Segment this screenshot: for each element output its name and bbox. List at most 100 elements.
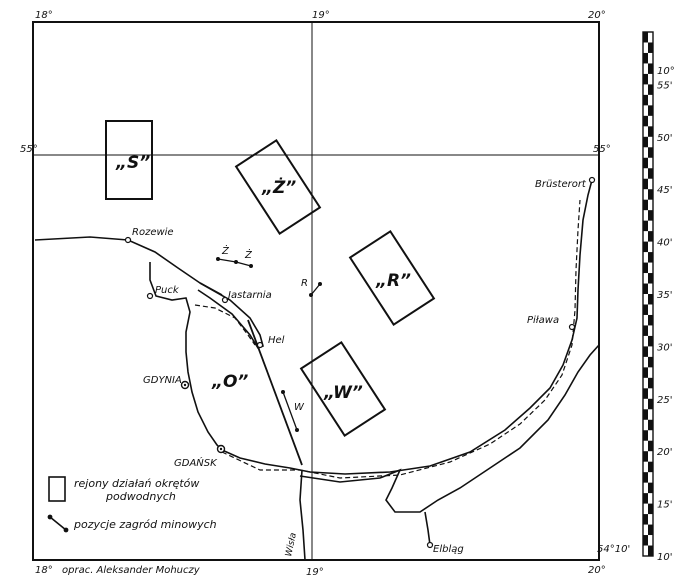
scale-label: 25' <box>657 395 672 406</box>
scale-segment <box>643 241 648 253</box>
scale-segment <box>648 126 653 137</box>
scale-segment <box>643 283 648 294</box>
nogat-river <box>424 511 431 546</box>
legend-area-symbol <box>48 476 66 502</box>
area-w <box>299 340 387 438</box>
scale-segment <box>643 32 648 43</box>
area-s-box <box>105 120 153 200</box>
bottom-lon-19: 19° <box>306 567 324 578</box>
scale-label: 50' <box>657 133 672 144</box>
scale-segment <box>648 419 653 431</box>
scale-segment <box>643 388 648 399</box>
elblag-label: Elbląg <box>433 544 464 555</box>
lat-55-right: 55° <box>593 144 611 155</box>
hel-label: Hel <box>268 335 285 346</box>
scale-segment <box>648 63 653 74</box>
scale-segment <box>648 147 653 158</box>
minefield-w <box>281 390 299 432</box>
scale-segment <box>643 136 648 148</box>
vistula-lagoon-shore <box>299 344 600 513</box>
gdynia-label: GDYNIA <box>143 375 182 386</box>
hel-marker <box>256 341 264 349</box>
line-hel-vistula <box>247 319 303 466</box>
top-lon-19: 19° <box>312 10 330 21</box>
scale-label: 30' <box>657 342 672 353</box>
area-w-box <box>299 340 387 438</box>
area-r-label: „R” <box>375 271 411 291</box>
scale-segment <box>648 294 653 305</box>
scale-segment <box>648 545 653 556</box>
scale-segment <box>643 367 648 378</box>
minefield-z1 <box>216 257 238 264</box>
scale-segment <box>648 168 653 179</box>
elblag-marker <box>426 541 434 549</box>
area-z-box <box>234 138 322 236</box>
scale-segment <box>643 262 648 274</box>
scale-segment <box>648 252 653 263</box>
area-r-box <box>348 229 436 327</box>
minefield-z1-label: Ż <box>221 244 230 257</box>
top-lon-20: 20° <box>588 10 606 21</box>
area-r <box>348 229 436 327</box>
scale-segment <box>643 157 648 169</box>
scale-segment <box>648 356 653 368</box>
gdansk-bay-coast <box>221 179 593 475</box>
scale-segment <box>648 377 653 389</box>
scale-segment <box>648 231 653 242</box>
scale-segment <box>643 220 648 232</box>
minefield-w-label: W <box>294 402 305 413</box>
scale-segment <box>643 115 648 127</box>
minefield-z2-label: Ż <box>244 248 253 261</box>
lat-55-left: 55° <box>20 144 38 155</box>
puck-marker <box>146 292 154 300</box>
scale-segment <box>648 273 653 284</box>
top-lon-18: 18° <box>35 10 53 21</box>
minefield-z2 <box>235 261 253 268</box>
scale-segment <box>643 178 648 190</box>
scale-segment <box>648 210 653 221</box>
scale-segment <box>648 398 653 410</box>
area-w-label: „W” <box>323 383 363 403</box>
minefield-r <box>309 282 322 297</box>
wisla-label: Wisła <box>284 532 299 558</box>
scale-segment <box>643 325 648 336</box>
scale-label: 40' <box>657 238 672 249</box>
pilawa-label: Piława <box>527 315 559 326</box>
map-frame <box>32 21 600 561</box>
area-z-label: „Ż” <box>261 176 296 198</box>
area-s-label: „S” <box>115 153 150 173</box>
scale-label: 20' <box>657 447 672 458</box>
scale-segment <box>643 535 648 546</box>
scale-label: 35' <box>657 290 672 301</box>
scale-segment <box>648 84 653 95</box>
scale-segment <box>643 472 648 483</box>
coast-pomerania <box>34 236 223 296</box>
puck-label: Puck <box>155 285 180 296</box>
legend-mine-label: pozycje zagród minowych <box>73 518 217 531</box>
pilawa-marker <box>568 323 576 331</box>
puck-bay-shore <box>149 262 223 451</box>
area-z <box>234 138 322 236</box>
latitude-scale: 10°55'50'45'40'35'30'25'20'15'10' <box>642 31 675 563</box>
credit: oprac. Aleksander Mohuczy <box>62 565 201 576</box>
scale-segment <box>648 335 653 347</box>
rozewie-marker <box>124 236 132 244</box>
scale-segment <box>643 73 648 85</box>
scale-segment <box>643 430 648 441</box>
scale-segment <box>648 189 653 200</box>
scale-segment <box>648 461 653 473</box>
scale-label: 55' <box>657 80 672 91</box>
jastarnia-label: Jastarnia <box>226 290 272 301</box>
legend-area-label-1: rejony działań okrętów <box>74 477 199 490</box>
legend-mine-symbol <box>47 514 69 533</box>
scale-segment <box>648 503 653 515</box>
scale-segment <box>643 493 648 504</box>
scale-segment <box>643 409 648 420</box>
scale-segment <box>643 514 648 525</box>
scale-label: 45' <box>657 185 672 196</box>
bottom-lon-18: 18° <box>35 565 53 576</box>
brusterort-marker <box>588 176 596 184</box>
dashed-outline-bay <box>221 199 581 479</box>
jastarnia-marker <box>221 296 229 304</box>
